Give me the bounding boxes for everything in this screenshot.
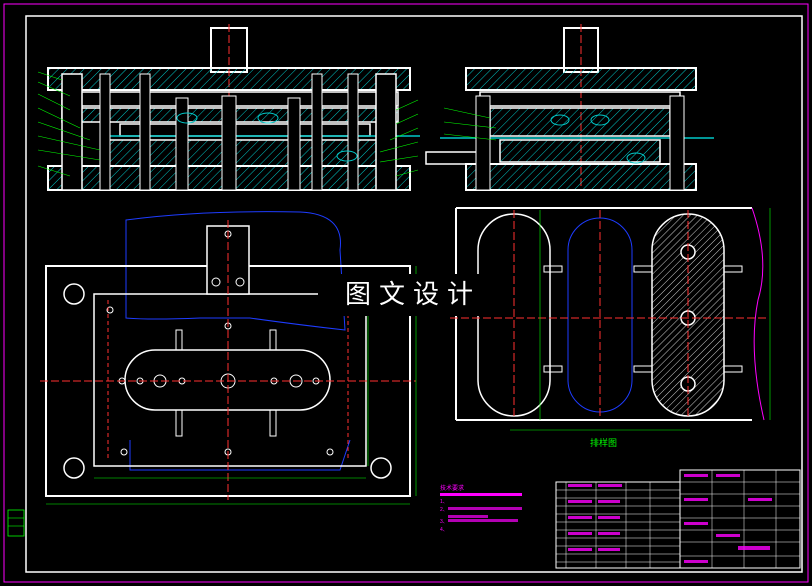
- note-2: 2、: [440, 507, 448, 513]
- notes-heading: 技术要求: [440, 484, 464, 492]
- side-section-view: [425, 24, 714, 191]
- note-1: 1、: [440, 499, 448, 505]
- technical-notes: 技术要求 1、 2、 3、 4、: [440, 484, 522, 533]
- main-section-view: [37, 24, 420, 191]
- strip-layout-view: 排样图: [450, 207, 771, 448]
- plan-view: [40, 211, 417, 505]
- inner-frame: [25, 15, 803, 573]
- note-3: 3、: [440, 519, 448, 525]
- outer-frame: [3, 3, 809, 583]
- parts-list-title-block: [7, 469, 801, 569]
- note-4: 4、: [440, 527, 448, 533]
- watermark-banner: 图文设计: [318, 274, 508, 316]
- strip-layout-title: 排样图: [590, 437, 617, 448]
